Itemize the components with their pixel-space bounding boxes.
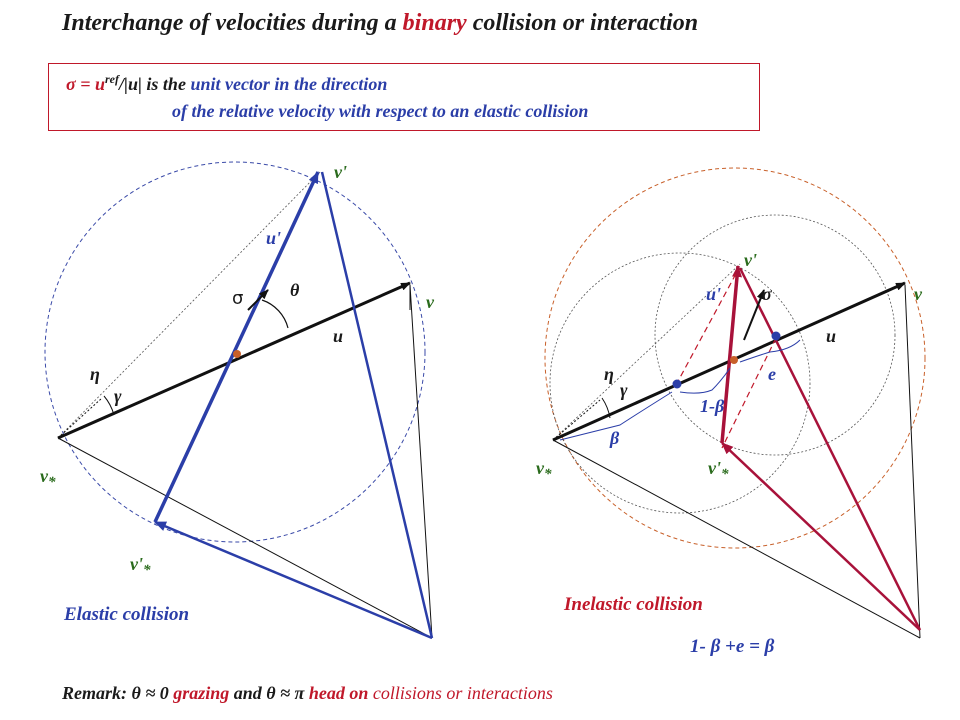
- inel-v-to-bottom: [904, 284, 921, 639]
- elastic-v-prime-side: [320, 171, 434, 639]
- title-binary: binary: [402, 10, 467, 36]
- slide-title: Interchange of velocities during a binar…: [62, 10, 698, 37]
- inelastic-label-v-prime-star: v'*: [708, 458, 729, 483]
- elastic-label-sigma: σ: [232, 288, 244, 309]
- elastic-caption: Elastic collision: [64, 604, 190, 625]
- vstar-to-bottom-line: [57, 437, 433, 639]
- inelastic-eta-line: [552, 399, 601, 441]
- remark-head-on: head on: [308, 683, 369, 703]
- elastic-label-v: v: [426, 292, 434, 312]
- elastic-label-theta: θ: [290, 280, 300, 300]
- elastic-label-v-star: v*: [40, 466, 56, 491]
- inel-dashed-2: [721, 337, 777, 449]
- definition-box: [48, 63, 760, 131]
- inelastic-label-u-prime: u': [706, 284, 722, 304]
- definition-line-1: σ = uref/|u| is the unit vector in the d…: [66, 72, 387, 95]
- inel-dot-beta: [672, 379, 682, 389]
- inelastic-caption: Inelastic collision: [564, 594, 703, 615]
- remark-rest: collisions or interactions: [368, 683, 553, 703]
- remark-line: Remark: θ ≈ 0 grazing and θ ≈ π head on …: [62, 683, 553, 704]
- inelastic-equation: 1- β +e = β: [690, 636, 775, 657]
- elastic-u-prime-arrow: [153, 171, 320, 523]
- elastic-label-v-prime: v': [334, 162, 347, 182]
- inel-vstar-to-bottom: [552, 439, 921, 639]
- one-minus-beta-brace: [679, 367, 731, 394]
- elastic-gamma-arc: [103, 395, 115, 416]
- inelastic-label-eta: η: [604, 364, 614, 384]
- remark-label: Remark:: [62, 683, 127, 703]
- inelastic-label-v-star: v*: [536, 458, 552, 483]
- inelastic-gamma-arc: [601, 397, 611, 419]
- beta-brace: [559, 391, 673, 441]
- inelastic-label-e: e: [768, 364, 776, 384]
- inelastic-circle-beta: [549, 252, 811, 514]
- inelastic-diagram: [544, 167, 926, 639]
- sigma-eq: σ = u: [66, 74, 105, 94]
- elastic-theta-arc: [261, 299, 289, 329]
- v-to-bottom-line: [409, 284, 433, 639]
- definition-rest: unit vector in the direction: [185, 74, 388, 94]
- elastic-label-u: u: [333, 326, 344, 346]
- inelastic-label-sigma: σ: [762, 284, 772, 304]
- inel-dot-center: [730, 356, 738, 364]
- elastic-center-dot: [233, 350, 241, 358]
- elastic-sphere-circle: [44, 161, 426, 543]
- inelastic-v-prime-side: [738, 267, 922, 631]
- elastic-label-gamma: γ: [114, 386, 122, 406]
- inelastic-outer-circle: [544, 167, 926, 549]
- inelastic-v-prime-star-arrow: [721, 442, 921, 631]
- elastic-label-v-prime-star: v'*: [130, 554, 151, 579]
- inelastic-u-prime-arrow: [720, 265, 742, 444]
- inelastic-label-u: u: [826, 326, 837, 346]
- inelastic-label-one-minus-beta: 1-β: [700, 396, 725, 416]
- remark-theta-zero: θ ≈ 0: [127, 683, 174, 703]
- e-brace: [739, 339, 801, 363]
- over-u: /|u| is the: [118, 74, 186, 94]
- title-part2: collision or interaction: [466, 10, 699, 36]
- inelastic-circle-e: [654, 214, 896, 456]
- inelastic-label-gamma: γ: [620, 380, 628, 400]
- elastic-u-arrow: [57, 281, 411, 440]
- remark-grazing: grazing: [173, 683, 230, 703]
- inelastic-label-v: v: [914, 284, 922, 304]
- title-part1: Interchange of velocities during a: [62, 10, 403, 36]
- ref-superscript: ref: [104, 72, 119, 86]
- elastic-label-u-prime: u': [266, 228, 282, 248]
- vstar-to-vprime-dotted: [57, 171, 321, 439]
- elastic-eta-line: [57, 397, 103, 439]
- elastic-v-prime-star-arrow: [154, 520, 433, 640]
- inel-dot-e: [771, 331, 781, 341]
- inel-vstar-to-vprime-dotted: [552, 263, 741, 441]
- inelastic-sigma-arrow: [743, 289, 765, 341]
- definition-line-2: of the relative velocity with respect to…: [172, 101, 589, 121]
- inelastic-label-beta: β: [610, 428, 620, 448]
- inel-dashed-1: [675, 269, 739, 386]
- elastic-label-eta: η: [90, 364, 100, 384]
- elastic-sigma-arrow: [247, 289, 269, 311]
- elastic-diagram: [44, 161, 434, 640]
- remark-and-theta-pi: and θ ≈ π: [229, 683, 309, 703]
- inelastic-label-v-prime: v': [744, 250, 757, 270]
